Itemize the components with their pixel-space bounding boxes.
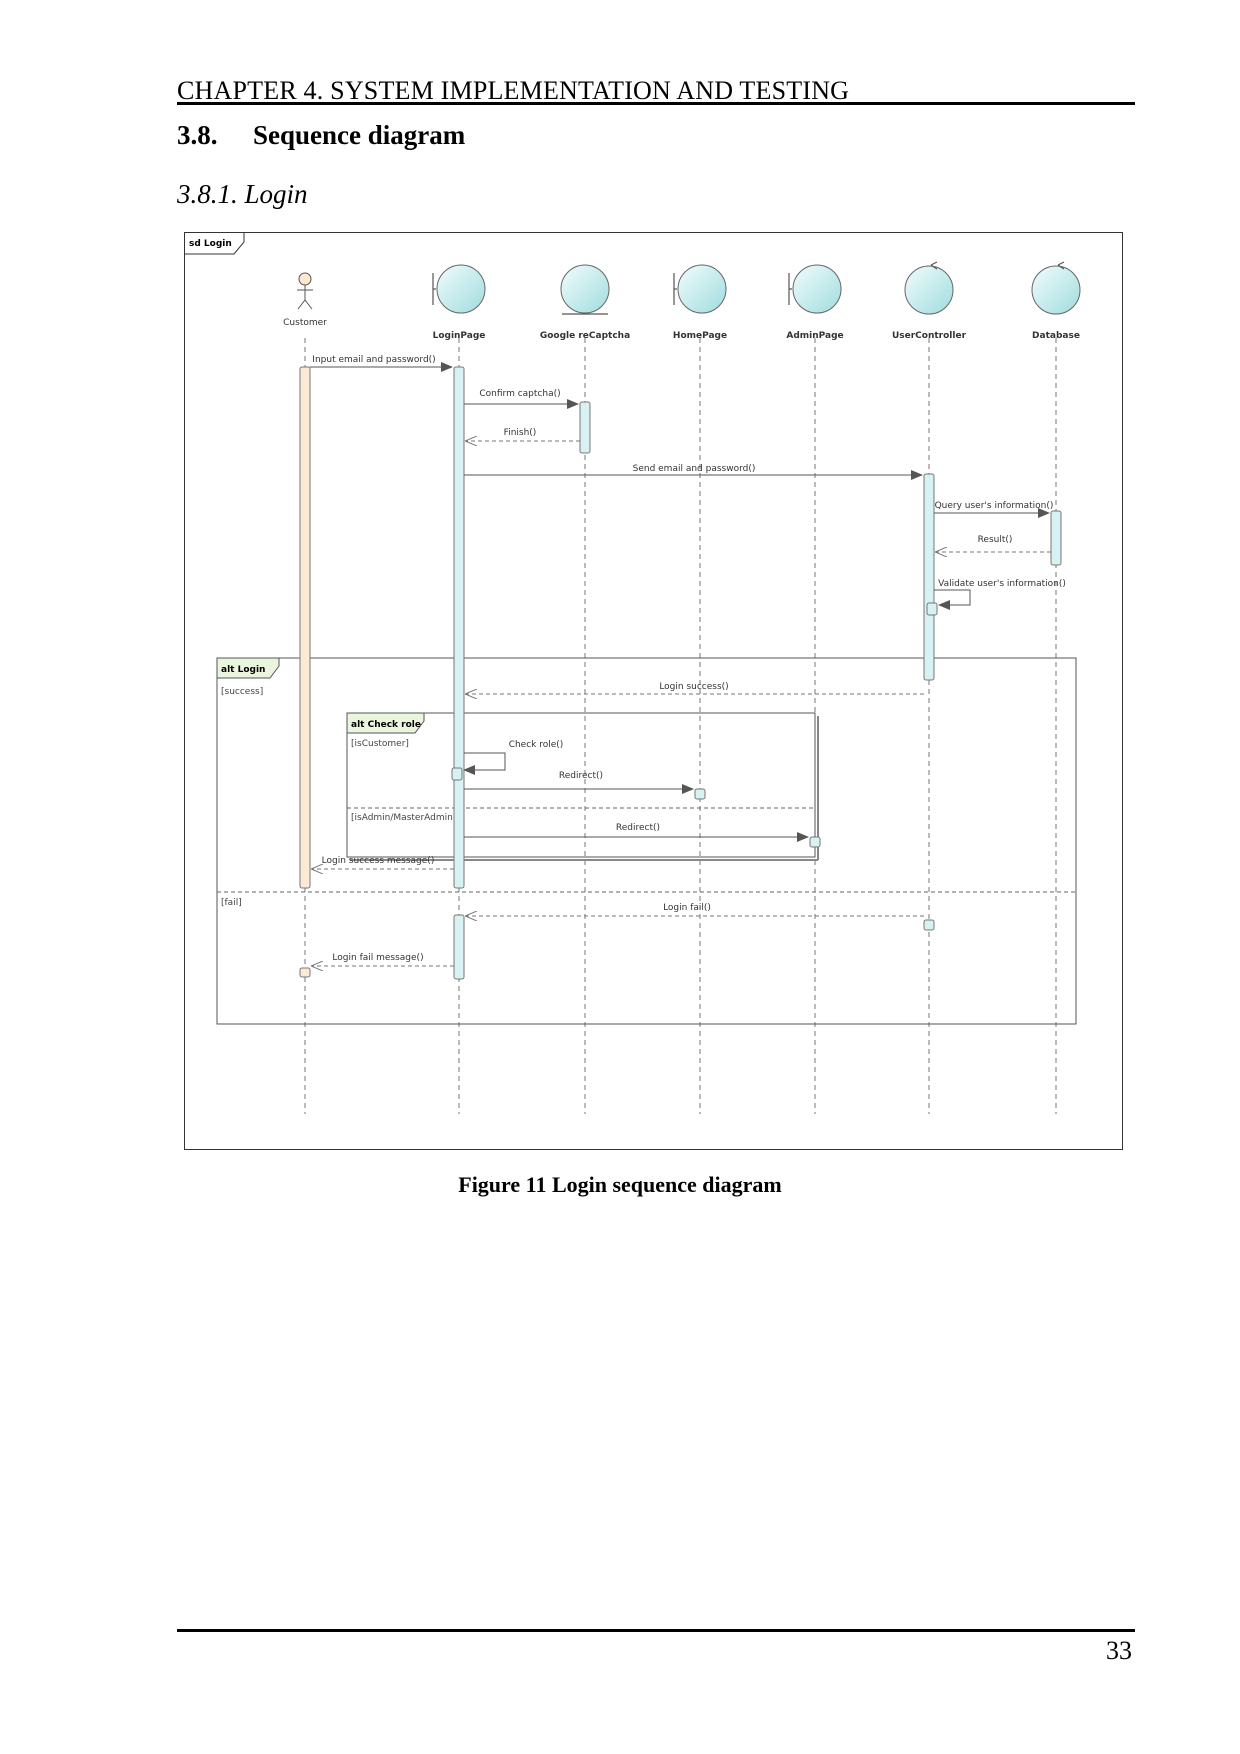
sd-frame-label: sd Login xyxy=(189,239,232,249)
activation-loginpage-fail xyxy=(453,914,465,980)
message-label: Send email and password() xyxy=(633,464,756,474)
sd-frame xyxy=(184,232,1123,1150)
activation-customer xyxy=(299,366,311,889)
lifeline-homepage: HomePage xyxy=(673,264,727,341)
activation-recaptcha xyxy=(579,401,591,454)
message-label: Login fail() xyxy=(663,903,711,913)
control-icon xyxy=(904,265,954,315)
lifeline-customer: Customer xyxy=(283,272,327,328)
control-icon xyxy=(1031,265,1081,315)
lifeline-name: HomePage xyxy=(673,331,727,341)
message-login-fail: Login fail() xyxy=(466,903,924,916)
activation-customer-fail xyxy=(299,967,311,978)
activation-adminpage xyxy=(809,836,821,848)
fragment-label: alt Check role xyxy=(351,720,421,730)
fragment-alt-login: alt Login [success] [fail] xyxy=(216,657,1077,1025)
page-header: CHAPTER 4. SYSTEM IMPLEMENTATION AND TES… xyxy=(177,76,850,105)
message-label: Login success message() xyxy=(322,856,435,866)
activation-loginpage-nested xyxy=(451,767,463,781)
message-label: Confirm captcha() xyxy=(479,389,560,399)
activation-usercontroller xyxy=(923,473,935,681)
message-label: Redirect() xyxy=(616,823,660,833)
page-number: 33 xyxy=(1106,1636,1132,1665)
activation-usercontroller-nested xyxy=(926,602,938,616)
activation-loginpage xyxy=(453,366,465,889)
message-finish: Finish() xyxy=(466,428,580,441)
message-label: Validate user's information() xyxy=(938,579,1066,589)
sd-frame-tab xyxy=(184,232,245,255)
subsection-title: 3.8.1. Login xyxy=(177,179,308,209)
message-input-credentials: Input email and password() xyxy=(310,355,453,372)
lifeline-name: Google reCaptcha xyxy=(540,331,630,341)
message-label: Input email and password() xyxy=(312,355,435,365)
message-query-user-information: Query user's information() xyxy=(934,501,1054,518)
message-label: Login fail message() xyxy=(332,953,423,963)
lifeline-adminpage: AdminPage xyxy=(786,264,844,341)
message-label: Finish() xyxy=(504,428,537,438)
lifeline-usercontroller: UserController xyxy=(892,261,967,341)
activation-homepage xyxy=(694,788,706,800)
section-title-text: Sequence diagram xyxy=(253,120,466,150)
fragment-alt-check-role: alt Check role [isCustomer] [isAdmin/Mas… xyxy=(346,712,819,861)
message-login-success: Login success() xyxy=(466,682,924,694)
message-label: Query user's information() xyxy=(935,501,1054,511)
lifeline-database: Database xyxy=(1031,261,1081,341)
message-label: Check role() xyxy=(509,740,564,750)
message-validate-user-information: Validate user's information() xyxy=(934,579,1066,610)
message-label: Redirect() xyxy=(559,771,603,781)
message-label: Login success() xyxy=(659,682,728,692)
message-login-fail-message: Login fail message() xyxy=(312,953,454,966)
footer-rule xyxy=(177,1629,1135,1632)
guard-is-customer: [isCustomer] xyxy=(351,739,409,749)
entity-icon xyxy=(560,264,610,314)
message-redirect-homepage: Redirect() xyxy=(464,771,694,794)
guard-success: [success] xyxy=(221,687,263,697)
guard-fail: [fail] xyxy=(221,898,242,908)
lifeline-name: UserController xyxy=(892,331,967,341)
lifeline-recaptcha: Google reCaptcha xyxy=(540,264,630,341)
lifeline-loginpage: LoginPage xyxy=(432,264,486,341)
lifeline-name: LoginPage xyxy=(433,331,486,341)
section-title: 3.8. Sequence diagram xyxy=(177,120,465,151)
activation-database xyxy=(1050,510,1062,566)
message-confirm-captcha: Confirm captcha() xyxy=(464,389,579,409)
lifeline-name: Database xyxy=(1032,331,1080,341)
lifeline-name: AdminPage xyxy=(786,331,843,341)
message-send-credentials: Send email and password() xyxy=(464,464,923,480)
message-login-success-message: Login success message() xyxy=(312,856,454,869)
figure-caption: Figure 11 Login sequence diagram xyxy=(458,1172,782,1197)
actor-icon xyxy=(298,272,312,286)
message-check-role: Check role() xyxy=(463,740,564,775)
message-label: Result() xyxy=(978,535,1013,545)
message-redirect-adminpage: Redirect() xyxy=(464,823,809,842)
activation-usercontroller-fail xyxy=(923,919,935,931)
header-rule xyxy=(177,102,1135,105)
fragment-label: alt Login xyxy=(221,665,265,675)
section-number: 3.8. xyxy=(177,120,218,150)
login-sequence-diagram: sd Login Customer LoginPage Google reCap… xyxy=(184,232,1123,1150)
guard-is-admin: [isAdmin/MasterAdmin] xyxy=(351,813,456,823)
lifeline-name: Customer xyxy=(283,318,327,328)
message-result: Result() xyxy=(936,535,1051,552)
